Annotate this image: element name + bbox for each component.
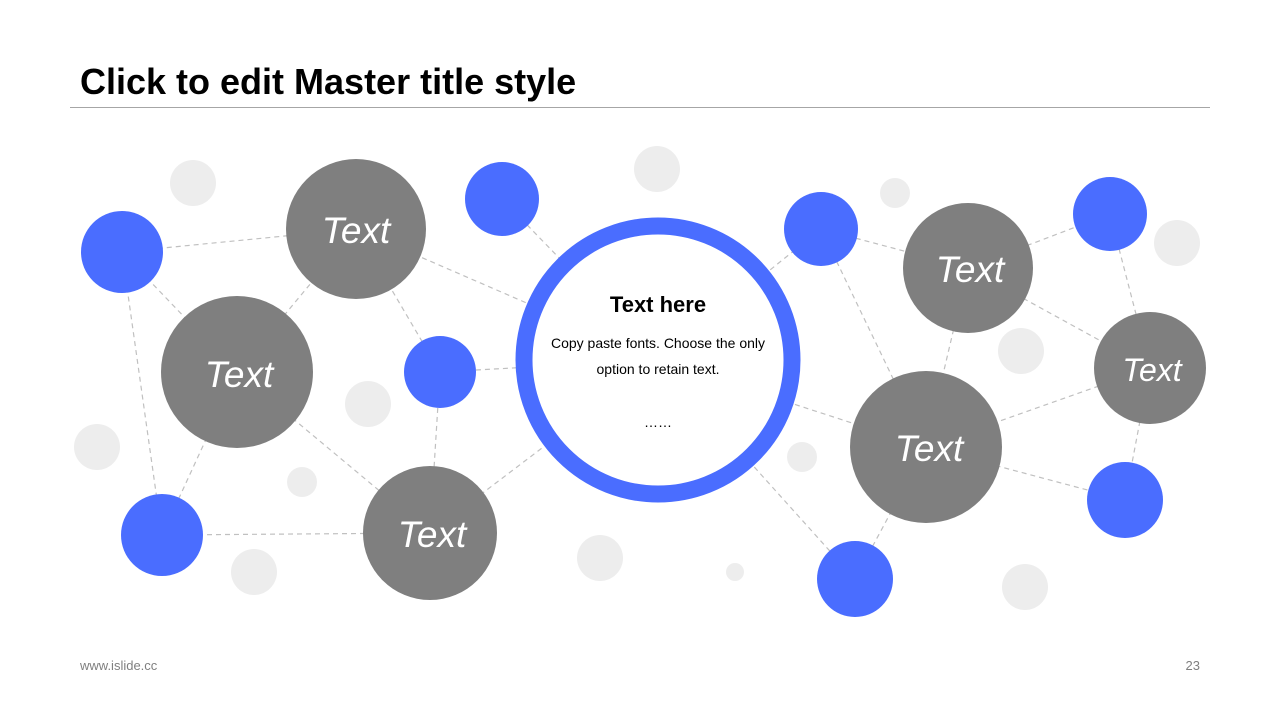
text-node bbox=[286, 159, 426, 299]
blue-node bbox=[404, 336, 476, 408]
decor-bubble bbox=[1002, 564, 1048, 610]
decor-bubble bbox=[787, 442, 817, 472]
decor-bubble bbox=[345, 381, 391, 427]
decor-bubble bbox=[170, 160, 216, 206]
blue-nodes bbox=[81, 162, 1163, 617]
node-label[interactable]: Text bbox=[936, 249, 1006, 290]
page-number: 23 bbox=[1185, 658, 1200, 673]
blue-node bbox=[784, 192, 858, 266]
blue-node bbox=[817, 541, 893, 617]
node-label[interactable]: Text bbox=[205, 354, 275, 395]
slide-title[interactable]: Click to edit Master title style bbox=[80, 61, 577, 102]
node-label[interactable]: Text bbox=[895, 428, 965, 469]
decor-bubble bbox=[231, 549, 277, 595]
footer-url: www.islide.cc bbox=[80, 658, 158, 673]
node-label[interactable]: Text bbox=[398, 514, 468, 555]
center-ellipsis[interactable]: …… bbox=[644, 414, 672, 430]
blue-node bbox=[1087, 462, 1163, 538]
decor-bubble bbox=[577, 535, 623, 581]
decor-bubble bbox=[726, 563, 744, 581]
node-label[interactable]: Text bbox=[322, 210, 392, 251]
decor-bubble bbox=[74, 424, 120, 470]
center-heading[interactable]: Text here bbox=[609, 292, 707, 317]
node-labels: Text Text Text Text Text Text bbox=[205, 210, 1183, 555]
blue-node bbox=[121, 494, 203, 576]
gray-nodes bbox=[161, 159, 1206, 600]
decor-bubble bbox=[1154, 220, 1200, 266]
center-ring bbox=[515, 217, 801, 503]
node-label[interactable]: Text bbox=[1122, 352, 1182, 388]
text-node bbox=[903, 203, 1033, 333]
decor-bubble bbox=[998, 328, 1044, 374]
decor-bubble bbox=[880, 178, 910, 208]
text-node bbox=[1094, 312, 1206, 424]
text-node bbox=[161, 296, 313, 448]
connector bbox=[121, 251, 163, 536]
blue-node bbox=[1073, 177, 1147, 251]
text-node bbox=[850, 371, 1002, 523]
text-node bbox=[363, 466, 497, 600]
title-divider bbox=[70, 107, 1210, 108]
background-bubbles bbox=[74, 146, 1200, 610]
blue-node bbox=[465, 162, 539, 236]
center-body-text[interactable]: Copy paste fonts. Choose the only option… bbox=[550, 335, 766, 377]
decor-bubble bbox=[634, 146, 680, 192]
blue-node bbox=[81, 211, 163, 293]
decor-bubble bbox=[287, 467, 317, 497]
